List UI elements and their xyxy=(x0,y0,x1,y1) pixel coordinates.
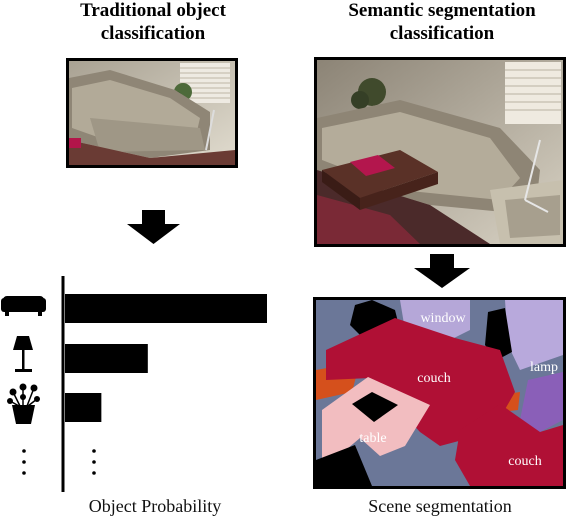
couch-segment-top xyxy=(326,318,515,446)
left-room-photo xyxy=(66,58,238,168)
probability-chart xyxy=(1,276,267,492)
label-lamp: lamp xyxy=(530,360,558,375)
flower-pot-icon xyxy=(7,383,40,424)
right-title-line1: Semantic segmentation xyxy=(348,0,536,21)
left-title-line2: classification xyxy=(101,23,206,44)
table-segment xyxy=(322,377,430,470)
segmentation-map: window couch lamp table couch xyxy=(313,297,566,489)
bar-flower-pot xyxy=(65,393,102,422)
label-window: window xyxy=(420,311,466,326)
right-room-photo xyxy=(314,57,566,247)
right-down-arrow xyxy=(414,254,470,288)
bar-lamp xyxy=(65,344,148,373)
label-couch-bottom: couch xyxy=(508,454,541,469)
couch-segment-bottom xyxy=(455,404,563,486)
left-down-arrow xyxy=(127,210,180,244)
left-title-line1: Traditional object xyxy=(80,0,227,21)
right-caption: Scene segmentation xyxy=(368,496,511,516)
sofa-icon xyxy=(1,296,46,316)
lamp-icon xyxy=(13,336,33,372)
bar-ellipsis xyxy=(92,449,96,475)
label-couch-top: couch xyxy=(417,371,450,386)
right-title-line2: classification xyxy=(390,23,495,44)
left-caption: Object Probability xyxy=(89,496,221,516)
icon-ellipsis xyxy=(22,449,26,475)
bar-sofa xyxy=(65,294,267,323)
label-table: table xyxy=(359,431,386,446)
